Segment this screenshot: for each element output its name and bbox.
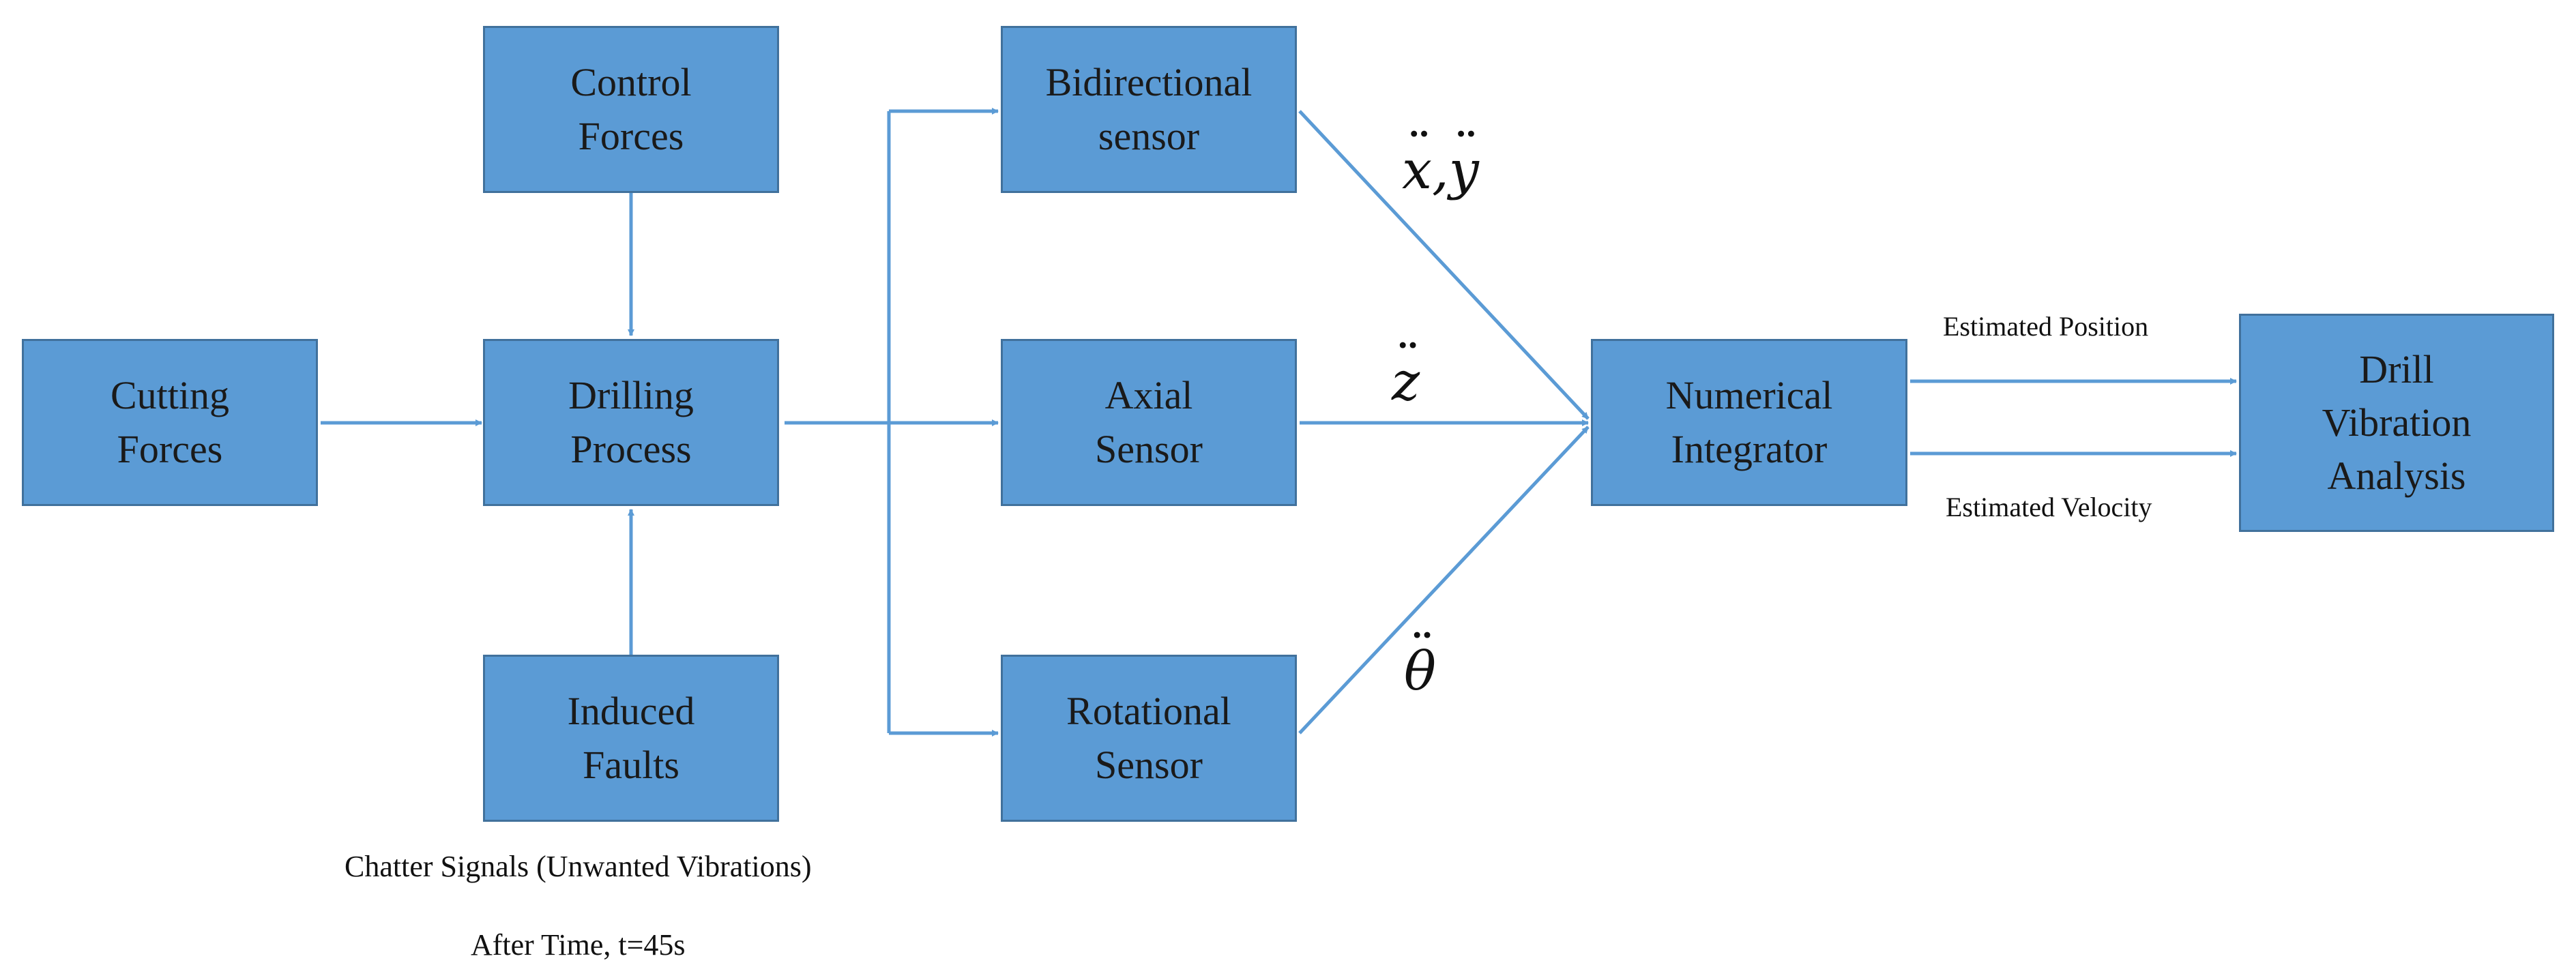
cutting-forces-block: Cutting Forces	[22, 339, 318, 506]
rotational-signal-var: θ	[1404, 641, 1436, 702]
axial-sensor-block: Axial Sensor	[1001, 339, 1297, 506]
drilling-process-block: Drilling Process	[483, 339, 779, 506]
induced-faults-line-2: Faults	[583, 742, 679, 787]
rotational-signal-label: θ	[1404, 641, 1436, 702]
bidirectional-signal-var-1: x	[1402, 140, 1432, 201]
control-forces-block: Control Forces	[483, 26, 779, 193]
estimated-velocity-label: Estimated Velocity	[1946, 492, 2152, 522]
induced-faults-line-1: Induced	[567, 689, 695, 734]
axial-sensor-line-2: Sensor	[1095, 426, 1203, 471]
induced-faults-block: Induced Faults	[483, 655, 779, 822]
numerical-integrator-line-1: Numerical	[1665, 373, 1833, 418]
axial-signal-label: z	[1392, 351, 1420, 413]
numerical-integrator-block: Numerical Integrator	[1591, 339, 1907, 506]
drill-vibration-line-1: Drill	[2359, 346, 2434, 391]
bidirectional-sensor-block: Bidirectional sensor	[1001, 26, 1297, 193]
edge-bidirectional-to-integrator	[1298, 110, 1590, 420]
rotational-sensor-line-2: Sensor	[1095, 742, 1203, 787]
bidirectional-sensor-line-2: sensor	[1098, 113, 1200, 158]
edge-rotational-to-integrator	[1298, 426, 1590, 734]
cutting-forces-line-2: Forces	[117, 426, 223, 471]
axial-sensor-line-1: Axial	[1104, 373, 1193, 418]
estimated-position-label: Estimated Position	[1943, 311, 2149, 342]
drill-vibration-line-2: Vibration	[2322, 400, 2472, 445]
numerical-integrator-line-2: Integrator	[1671, 426, 1828, 471]
bidirectional-signal-var-2: y	[1449, 140, 1479, 201]
drill-vibration-line-3: Analysis	[2327, 454, 2466, 499]
cutting-forces-line-1: Cutting	[110, 373, 230, 418]
bidirectional-signal-label: x,y	[1402, 140, 1479, 201]
after-time-caption: After Time, t=45s	[471, 928, 686, 962]
drilling-process-line-2: Process	[570, 426, 692, 471]
rotational-sensor-block: Rotational Sensor	[1001, 655, 1297, 822]
rotational-sensor-line-1: Rotational	[1066, 689, 1231, 734]
axial-signal-var: z	[1392, 351, 1420, 413]
drill-vibration-analysis-block: Drill Vibration Analysis	[2239, 314, 2554, 532]
drilling-process-line-1: Drilling	[568, 373, 694, 418]
chatter-signals-caption: Chatter Signals (Unwanted Vibrations)	[345, 850, 812, 883]
bidirectional-signal-separator: ,	[1432, 140, 1449, 201]
control-forces-line-2: Forces	[578, 113, 684, 158]
control-forces-line-1: Control	[570, 60, 692, 105]
bidirectional-sensor-line-1: Bidirectional	[1045, 60, 1253, 105]
